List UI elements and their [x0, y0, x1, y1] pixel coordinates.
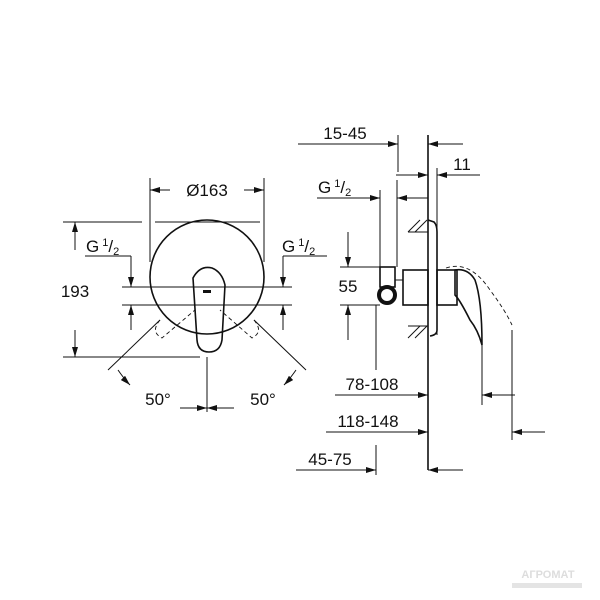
- plate-thickness-label: 11: [453, 155, 471, 174]
- watermark-brand: АГРОМАТ: [521, 569, 574, 581]
- angle-right-label: 50°: [250, 390, 276, 409]
- diameter-label: Ø163: [186, 181, 228, 200]
- thread-spacing-label: 55: [339, 277, 358, 296]
- lever-max-dim-label: 118-148: [337, 412, 398, 431]
- depth-range-label: 15-45: [323, 124, 366, 143]
- height-label: 193: [61, 282, 89, 301]
- watermark-logo: АГРОМАТ: [512, 569, 582, 588]
- handle: [192, 266, 226, 353]
- lever-dim-label: 78-108: [346, 375, 399, 394]
- angle-left-label: 50°: [145, 390, 171, 409]
- wall-dim-label: 45-75: [308, 450, 351, 469]
- cover-plate: [149, 219, 265, 335]
- lever-side: [454, 268, 483, 346]
